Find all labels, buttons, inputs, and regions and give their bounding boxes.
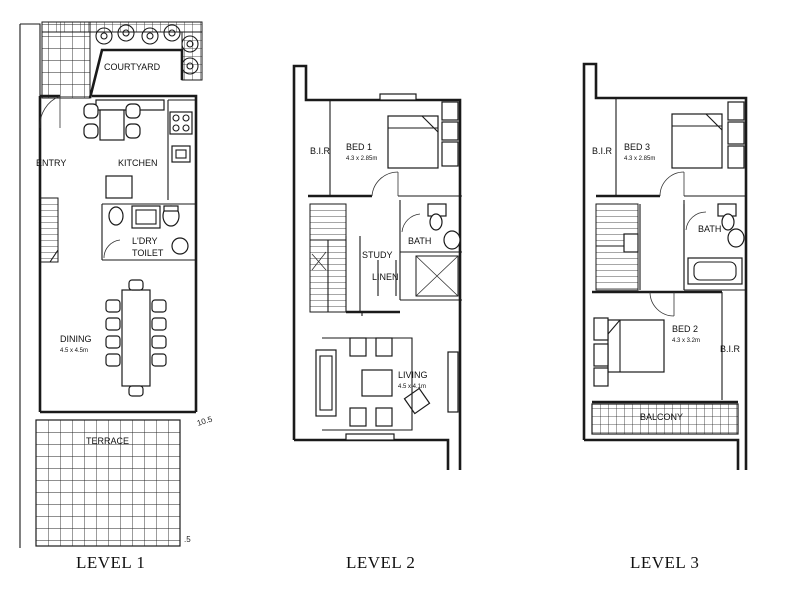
room-label-bir-l3-right: B.I.R (720, 344, 741, 354)
level-1-plan (19, 21, 203, 548)
courtyard-paving (41, 21, 91, 99)
room-label-ldry: L'DRY (132, 236, 158, 246)
plant-icons (95, 24, 199, 75)
room-label-kitchen: KITCHEN (118, 158, 158, 168)
room-label-terrace: TERRACE (86, 436, 129, 446)
dining-chairs (105, 279, 167, 397)
room-label-bir-l2: B.I.R (310, 146, 331, 156)
room-dim-dining: 4.5 x 4.5m (60, 348, 88, 354)
level-3-plan (582, 62, 748, 470)
room-label-balcony: BALCONY (640, 412, 683, 422)
room-label-linen: LINEN (372, 272, 399, 282)
room-label-courtyard: COURTYARD (104, 62, 161, 72)
room-dim-bed2: 4.3 x 3.2m (672, 338, 700, 344)
room-dim-bed3: 4.3 x 2.85m (624, 156, 655, 162)
room-label-study: STUDY (362, 250, 393, 260)
room-dim-living: 4.5 x 4.1m (398, 384, 426, 390)
room-label-dining: DINING (60, 334, 92, 344)
kitchen-stools (83, 103, 141, 141)
room-label-bed3: BED 3 (624, 142, 650, 152)
annotation-10-5: 10.5 (196, 414, 214, 428)
room-label-bath-l3: BATH (698, 224, 721, 234)
room-label-living: LIVING (398, 370, 428, 380)
room-label-entry: ENTRY (36, 158, 66, 168)
room-label-bed2: BED 2 (672, 324, 698, 334)
balcony-paving (591, 403, 739, 435)
room-label-bed1: BED 1 (346, 142, 372, 152)
level-2-plan (292, 64, 462, 470)
level-1-title: LEVEL 1 (76, 553, 145, 572)
terrace-paving (35, 419, 181, 547)
level-3-title: LEVEL 3 (630, 553, 699, 572)
level-2-title: LEVEL 2 (346, 553, 415, 572)
room-label-toilet: TOILET (132, 248, 164, 258)
room-label-bir-l3-top: B.I.R (592, 146, 613, 156)
room-label-bath-l2: BATH (408, 236, 431, 246)
annotation-point-5: .5 (184, 535, 191, 544)
room-dim-bed1: 4.3 x 2.85m (346, 156, 377, 162)
courtyard-paving-top (41, 21, 203, 33)
